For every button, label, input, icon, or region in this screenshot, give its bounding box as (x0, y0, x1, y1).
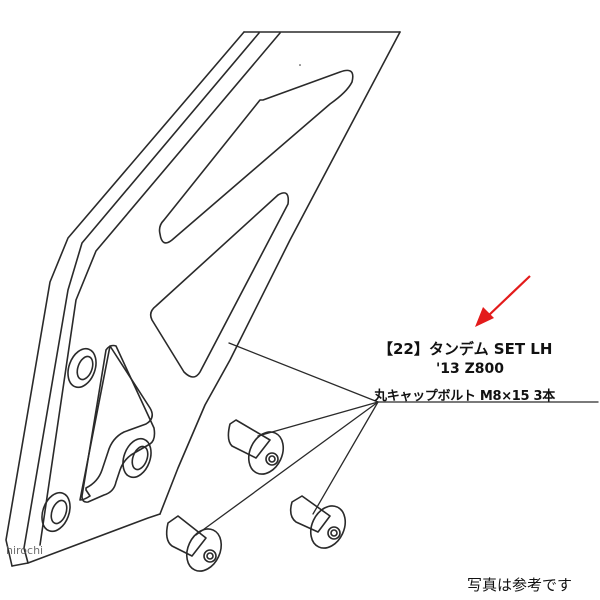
watermark: hirochi (6, 544, 44, 557)
bracket-plate (5, 31, 401, 567)
reference-note: 写真は参考です (467, 576, 573, 594)
red-arrow-icon (475, 275, 531, 327)
lower-cutout (79, 345, 154, 501)
bolt-1 (227, 419, 285, 475)
leader-lines (195, 342, 599, 536)
callout-bolt-spec: 丸キャップボルト M8×15 3本 (374, 389, 555, 404)
bolt-2 (165, 515, 223, 572)
upper-slot (158, 69, 354, 244)
bolt-3 (289, 495, 347, 549)
mount-hole-lower (41, 491, 71, 533)
mount-hole-middle (122, 437, 152, 479)
callout-title: 【22】タンデム SET LH (378, 340, 553, 358)
mount-hole-upper (67, 347, 97, 389)
callout-model: '13 Z800 (436, 361, 505, 377)
middle-slot (149, 192, 290, 378)
